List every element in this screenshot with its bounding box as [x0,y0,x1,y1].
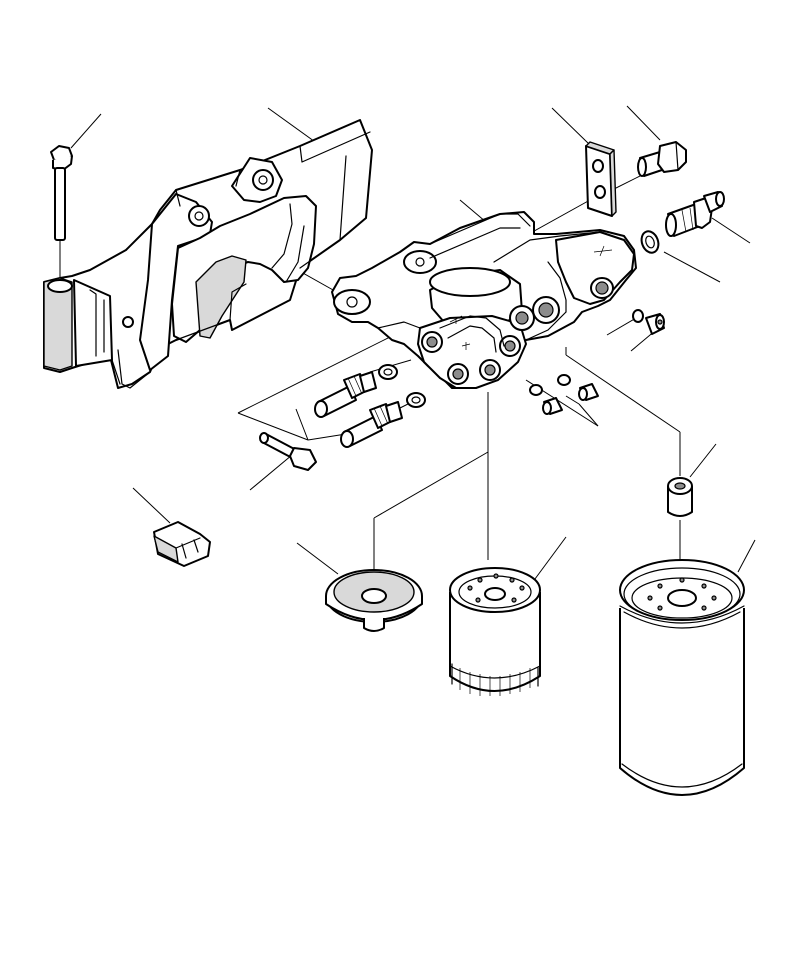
plug-with-oring [529,374,599,415]
filter-adapter-plate [325,569,423,632]
electrical-connector [153,521,211,567]
fitting-connector [665,191,725,237]
filter-bolt-holes [647,577,717,611]
mounting-screw [259,432,317,471]
short-bolt [637,141,687,177]
spacer-plate [585,141,617,217]
small-spin-on-filter [449,567,541,696]
sealing-washer [640,230,660,254]
mounting-bracket [43,119,373,389]
hose-fittings-pair [314,364,426,448]
bushing [667,477,693,517]
filter-bolt-holes [467,573,525,603]
long-bolt [50,145,73,241]
filter-head-manifold [331,211,637,389]
plug-with-oring [632,309,665,335]
leader-lines [59,105,756,592]
large-spin-on-filter [619,559,745,796]
